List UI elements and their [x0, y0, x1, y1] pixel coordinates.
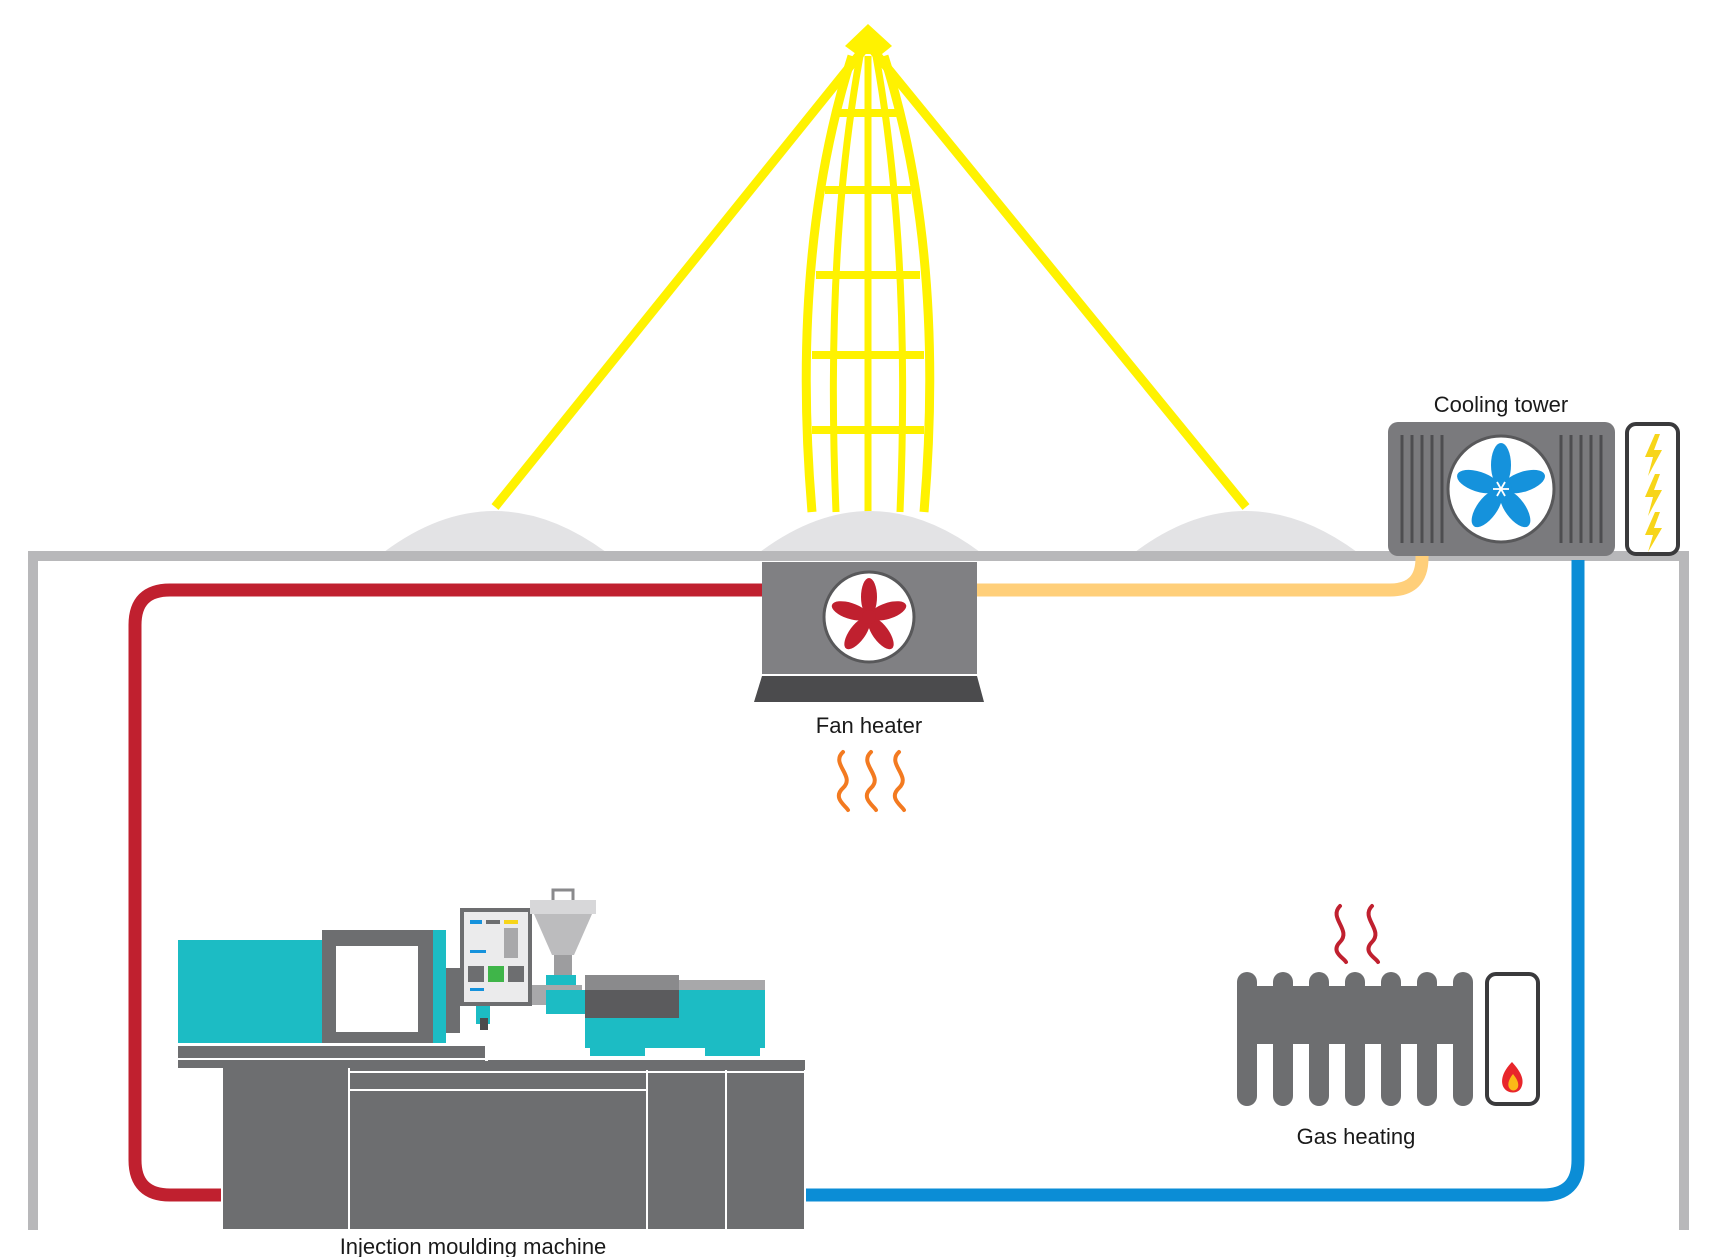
building-outline [28, 551, 1689, 1230]
flame-icon [1485, 972, 1540, 1106]
ceiling-lamp-right [1135, 511, 1357, 552]
injection-moulding-machine-label: Injection moulding machine [340, 1234, 607, 1257]
fan-heater-label: Fan heater [816, 713, 922, 738]
cooling-tower-icon [1388, 422, 1615, 556]
injection-moulding-machine-icon [178, 888, 806, 1231]
cooling-tower-label: Cooling tower [1434, 392, 1569, 417]
lamp-top-icon [845, 24, 892, 54]
warm-return-pipe [977, 555, 1429, 597]
heat-waves-icon [1334, 904, 1380, 964]
ceiling-lamp-center [760, 511, 980, 552]
cold-water-pipe [805, 560, 1585, 1202]
ceiling-lamp-left [384, 511, 606, 552]
fan-heater-icon [754, 562, 984, 702]
light-beam-icon [491, 41, 1250, 513]
lightning-icon [1625, 422, 1680, 556]
hot-water-pipe [128, 583, 762, 1202]
snowflake-icon [1493, 481, 1509, 497]
heat-waves-icon [836, 750, 906, 812]
radiator-icon [1237, 972, 1473, 1106]
gas-heating-label: Gas heating [1297, 1124, 1416, 1149]
